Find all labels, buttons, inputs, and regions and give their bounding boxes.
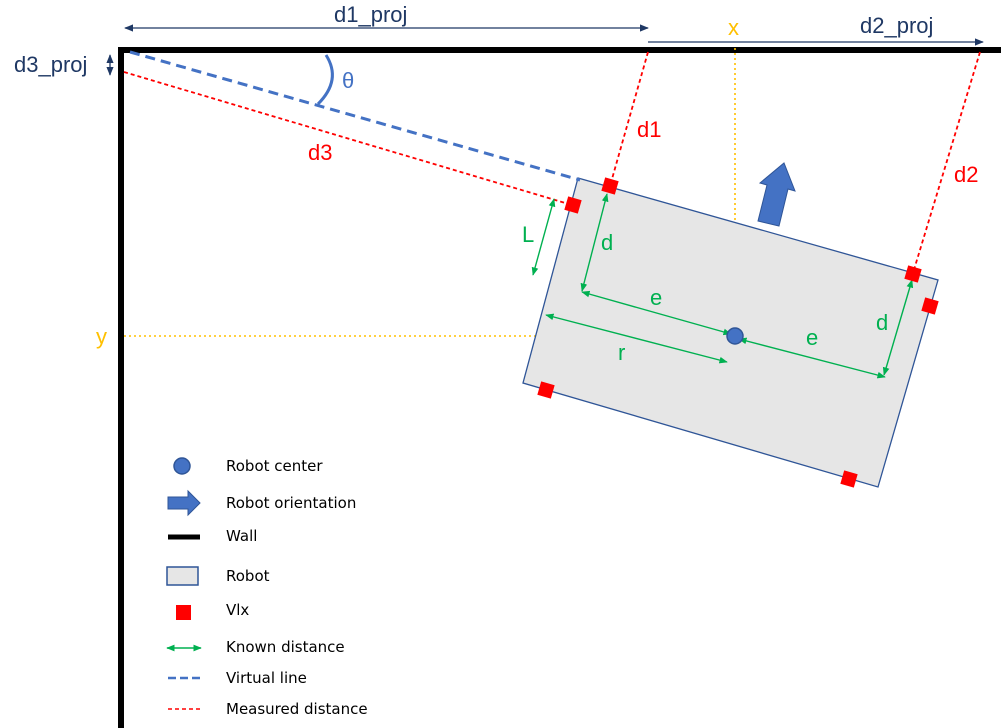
legend-robot-orientation-icon xyxy=(167,489,201,517)
L-label: L xyxy=(522,222,534,247)
d-left-label: d xyxy=(601,230,613,255)
legend-virtual-line-label: Virtual line xyxy=(226,669,307,687)
legend-wall-label: Wall xyxy=(226,527,257,545)
robot-center xyxy=(726,327,744,345)
d3-measured-line xyxy=(123,71,573,206)
legend-robot-center-icon xyxy=(173,457,191,475)
x-label: x xyxy=(728,15,739,40)
robot-orientation-arrow xyxy=(757,162,796,227)
legend-measured-distance-label: Measured distance xyxy=(226,700,368,718)
vlx-sensor-rear-left xyxy=(537,381,555,399)
e-left-label: e xyxy=(650,285,662,310)
d2-proj-label: d2_proj xyxy=(860,13,933,38)
legend-known-distance-label: Known distance xyxy=(226,638,345,656)
d1-measured-line xyxy=(609,51,649,187)
r-known-distance xyxy=(545,313,728,364)
legend-robot-orientation-label: Robot orientation xyxy=(226,494,356,512)
e-right-known-distance xyxy=(738,337,886,379)
legend-vlx-label: Vlx xyxy=(226,601,249,619)
vlx-sensor-front-left xyxy=(601,177,619,195)
vlx-sensor-side-right xyxy=(921,297,939,315)
legend-robot-label: Robot xyxy=(226,567,270,585)
d-right-known-distance xyxy=(882,279,914,376)
d2-measured-line xyxy=(912,51,981,274)
legend-robot-icon xyxy=(166,566,199,586)
d1-proj-label: d1_proj xyxy=(334,2,407,27)
vlx-sensor-rear-right xyxy=(840,470,858,488)
legend-robot-center-label: Robot center xyxy=(226,457,323,475)
r-label: r xyxy=(618,340,625,365)
L-known-distance xyxy=(531,198,556,276)
vlx-sensor-side-left xyxy=(564,196,582,214)
d2-label: d2 xyxy=(954,162,978,187)
d3-label: d3 xyxy=(308,140,332,165)
d3-proj-label: d3_proj xyxy=(14,52,87,77)
theta-label: θ xyxy=(342,68,354,93)
theta-arc xyxy=(316,54,334,106)
d-right-label: d xyxy=(876,310,888,335)
d-left-known-distance xyxy=(580,193,609,292)
legend: Robot center Robot orientation Wall Robo… xyxy=(166,457,368,718)
d1-label: d1 xyxy=(637,117,661,142)
vlx-sensor-front-right xyxy=(904,265,922,283)
y-label: y xyxy=(96,324,107,349)
virtual-line xyxy=(129,50,581,182)
legend-vlx-icon xyxy=(176,605,191,620)
e-right-label: e xyxy=(806,325,818,350)
